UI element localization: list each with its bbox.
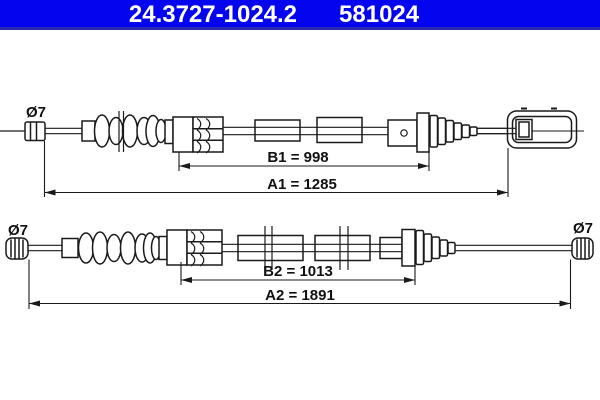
upper-adjuster <box>164 116 224 154</box>
clevis-end-fitting <box>477 107 584 149</box>
upper-abutment-body <box>387 112 430 153</box>
lower-conduit-sleeve-2 <box>314 234 371 262</box>
lower-adjuster <box>158 229 223 267</box>
dimension-label-b2: B2 = 1013 <box>263 263 333 280</box>
upper-bellows-boot <box>81 111 167 152</box>
catalog-number: 581024 <box>339 1 420 28</box>
dimension-label-a1: A1 = 1285 <box>267 176 337 193</box>
lower-break-marks <box>264 226 349 270</box>
lower-right-nipple <box>571 237 594 260</box>
upper-conduit-sleeve-2 <box>316 116 363 144</box>
lower-conduit-sleeve-3 <box>379 236 403 260</box>
dimension-label-b1: B1 = 998 <box>267 149 329 166</box>
dimension-a1 <box>43 141 509 197</box>
lower-bellows-boot <box>77 231 162 265</box>
header-bar: 24.3727-1024.2 581024 <box>0 0 600 30</box>
lower-cable-sleeve <box>61 237 79 259</box>
dimension-b1 <box>178 152 430 171</box>
lower-diameter-label-left: Ø7 <box>8 222 29 239</box>
part-number: 24.3727-1024.2 <box>128 1 298 28</box>
lower-left-nipple <box>5 237 29 260</box>
lower-ribbed-cone <box>415 229 456 266</box>
upper-diameter-label: Ø7 <box>26 104 47 121</box>
upper-cable-drawing <box>0 107 584 197</box>
lower-cable-drawing <box>5 226 594 309</box>
lower-diameter-label-right: Ø7 <box>573 220 594 237</box>
upper-ribbed-cone <box>429 114 478 148</box>
lower-flange <box>401 228 416 267</box>
upper-conduit-sleeve-1 <box>254 119 301 142</box>
dimension-b2 <box>180 262 416 285</box>
lower-conduit-sleeve-1 <box>237 234 304 262</box>
dimension-label-a2: A2 = 1891 <box>265 287 335 304</box>
dimension-a2 <box>28 259 572 309</box>
upper-left-nipple <box>24 121 46 142</box>
